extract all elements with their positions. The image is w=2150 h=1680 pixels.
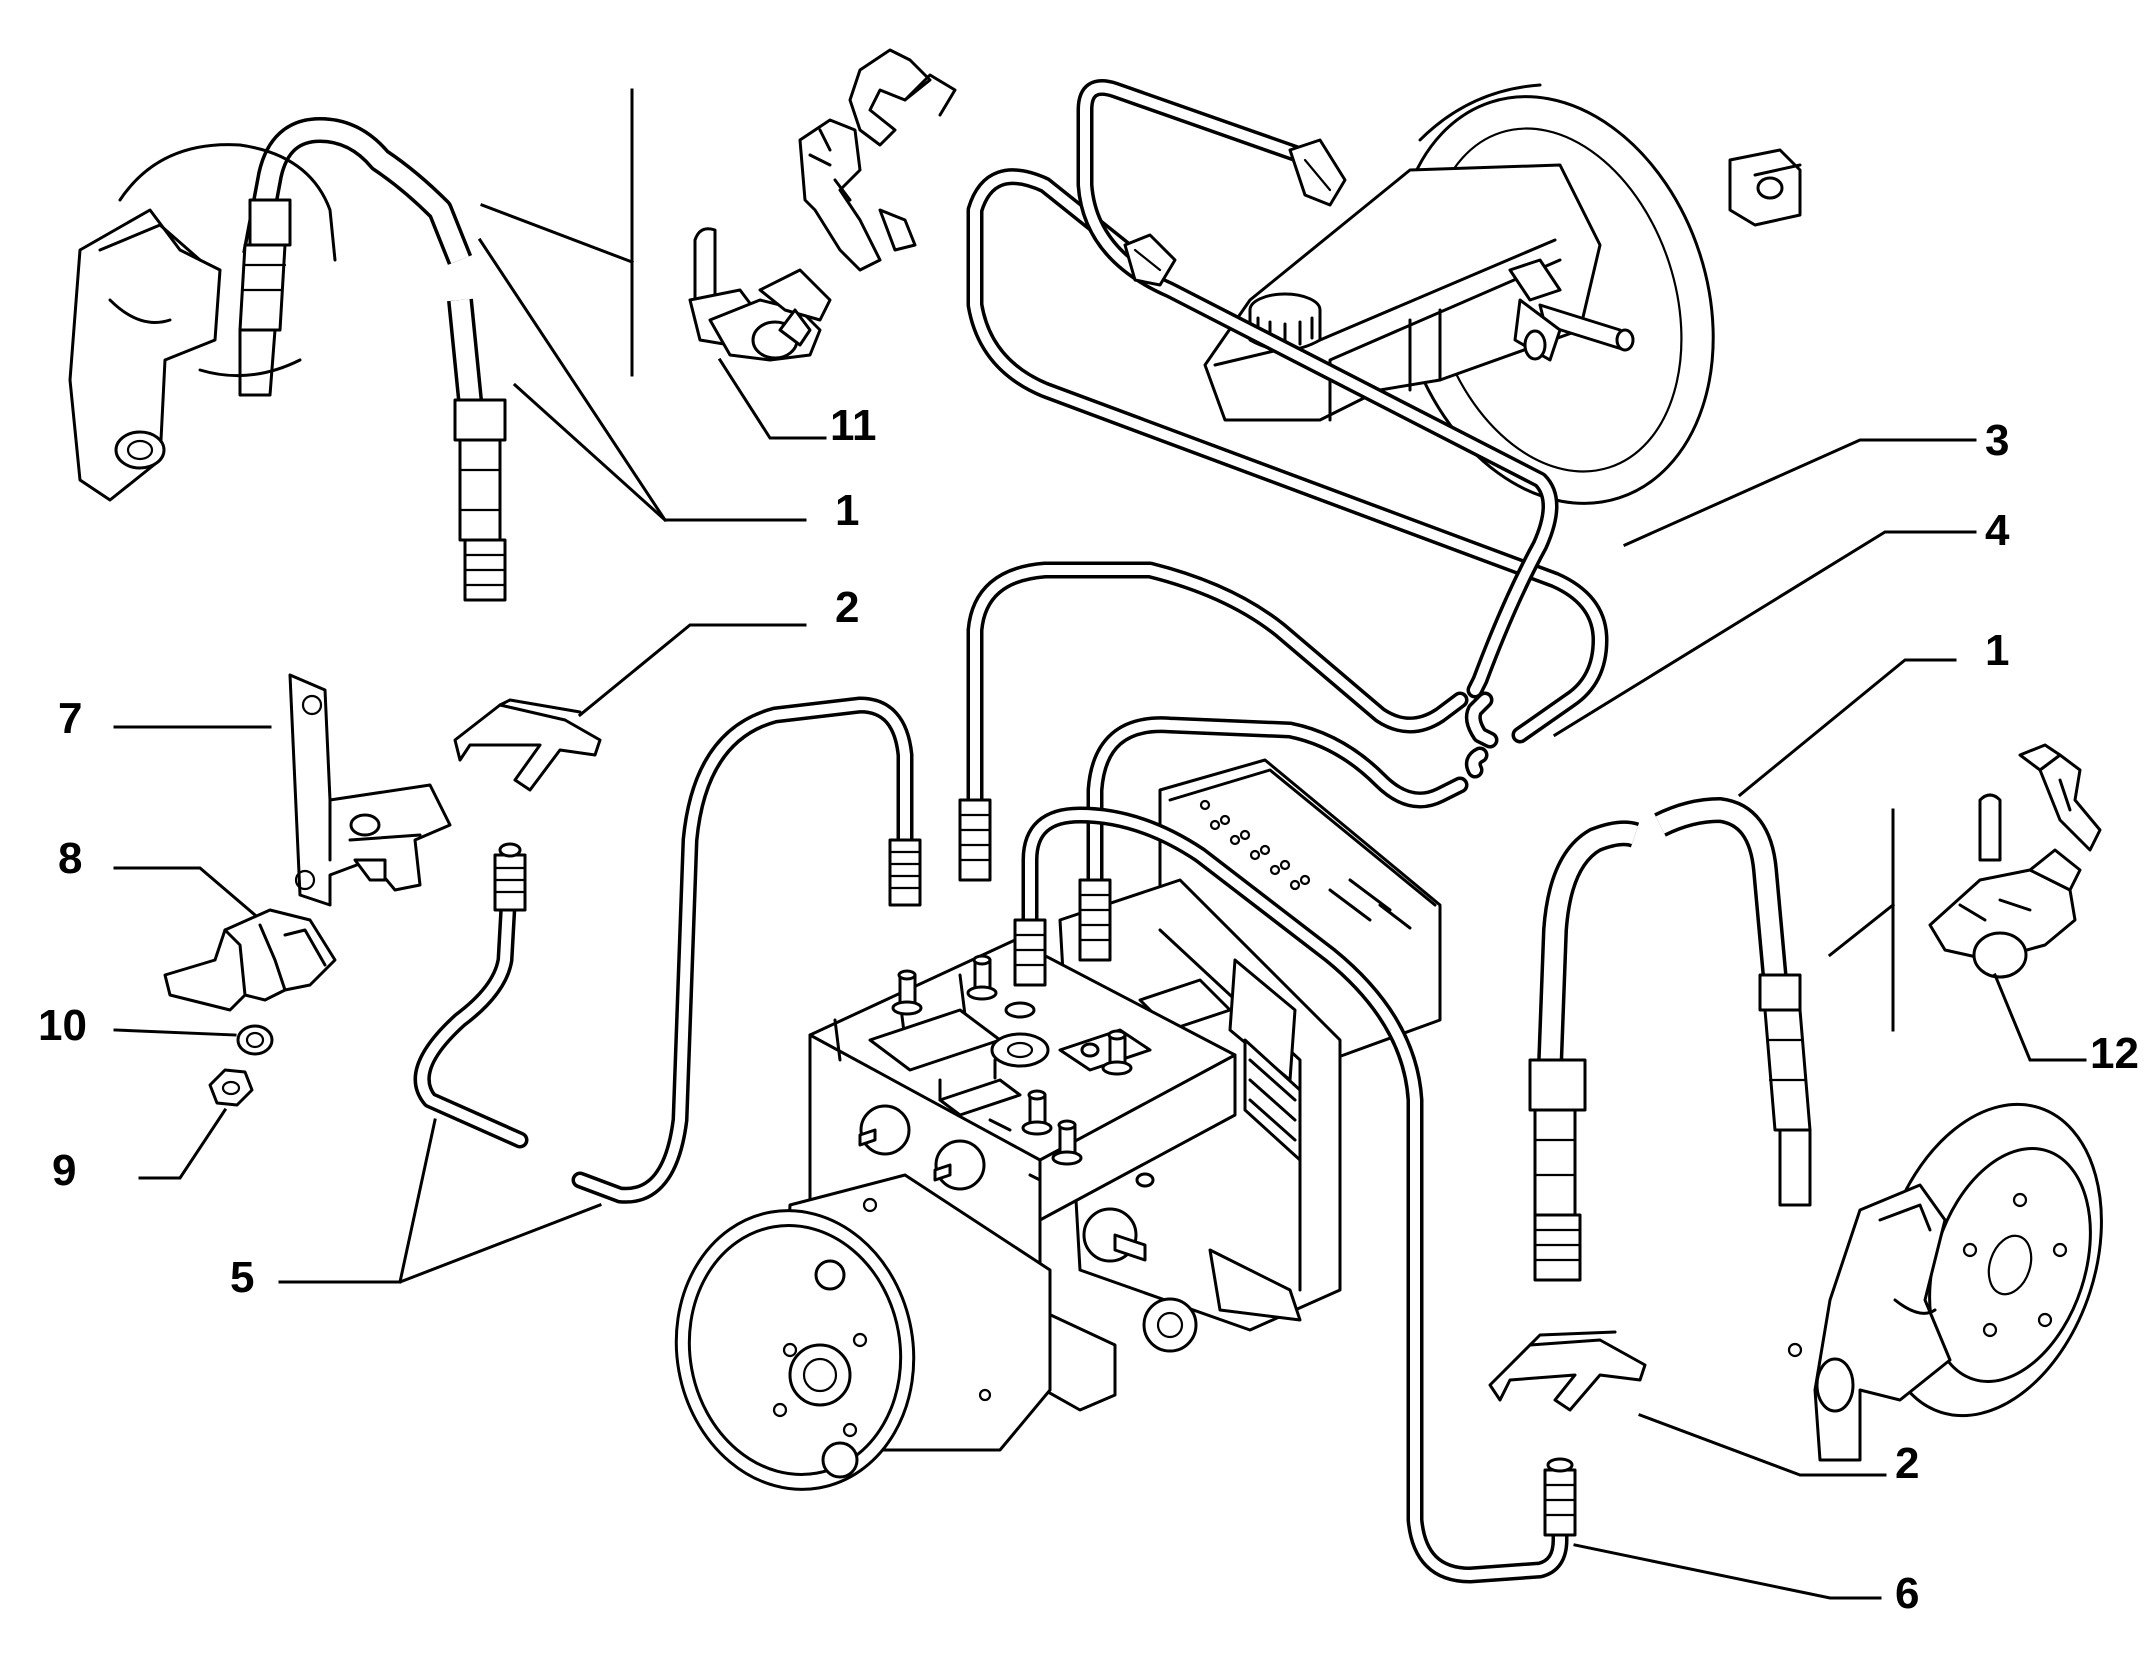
callout-9: 9 [52,1146,76,1195]
front-right-disc-caliper [1787,1102,2103,1462]
callout-1-right: 1 [1985,626,2009,675]
brake-pipe-5 [413,696,914,1204]
valve-stud [891,969,923,1016]
callout-10: 10 [38,1001,87,1050]
abs-hydraulic-unit [674,758,1442,1491]
callout-1-top: 1 [835,486,859,535]
callout-12: 12 [2090,1029,2139,1078]
sensor-11 [688,48,957,362]
callout-4: 4 [1985,506,2010,555]
nut-9 [208,1068,254,1107]
leader-lines [113,237,2087,1600]
callout-11: 11 [830,401,877,450]
brake-pipe-4 [1076,79,1559,749]
callout-3: 3 [1985,416,2009,465]
brake-pipe-3 [966,168,1609,779]
group-bracket-left [480,88,634,377]
bracket-7 [288,673,452,907]
callout-6: 6 [1895,1569,1919,1618]
bracket-8 [163,908,337,1012]
callout-2-top: 2 [835,583,859,632]
brake-pipe-6 [1021,806,1569,1584]
brake-hose-left [238,117,507,602]
callout-5: 5 [230,1253,254,1302]
clip-2-lower [1488,1330,1647,1412]
clip-2-upper [453,698,602,792]
callout-7: 7 [58,694,82,743]
callout-8: 8 [58,834,82,883]
callout-2-bottom: 2 [1895,1439,1919,1488]
front-left-caliper [68,143,337,502]
brake-hose-right [1528,797,1812,1282]
pipe-to-abs-a [966,561,1469,829]
group-bracket-right [1827,808,1896,1032]
washer-10 [236,1024,274,1056]
callout-labels: 11 1 2 3 4 1 7 8 10 9 12 5 2 6 [38,401,2139,1618]
sensor-12 [1928,743,2102,979]
pipe-fittings [493,138,1577,1537]
pipe-to-abs-b [1086,716,1469,909]
